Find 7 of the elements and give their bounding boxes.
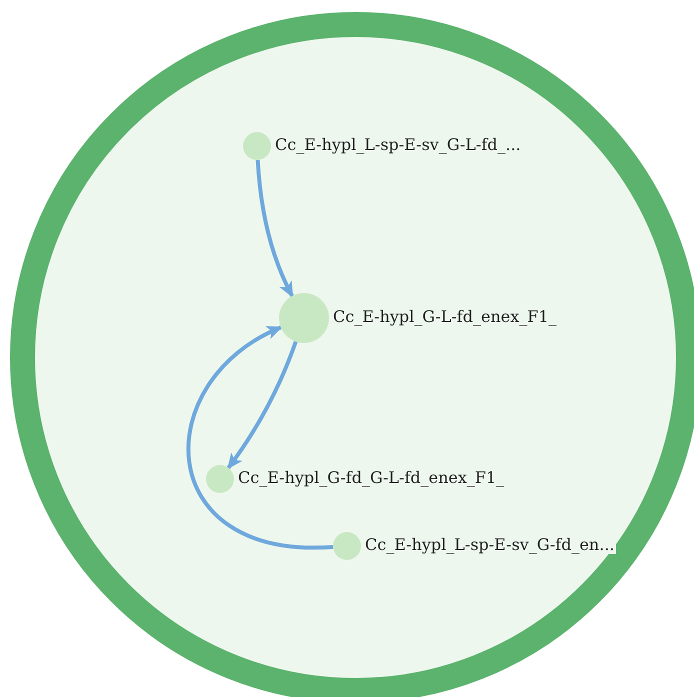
arrow [187, 326, 334, 549]
node-label: Cc_E-hypl_G-L-fd_enex_F1_ [332, 308, 558, 326]
arrow [256, 160, 294, 298]
node-label: Cc_E-hypl_L-sp-E-sv_G-L-fd_... [274, 136, 522, 154]
node-label: Cc_E-hypl_G-fd_G-L-fd_enex_F1_ [237, 469, 506, 487]
arrow [226, 340, 298, 470]
node-label: Cc_E-hypl_L-sp-E-sv_G-fd_en... [364, 536, 616, 554]
